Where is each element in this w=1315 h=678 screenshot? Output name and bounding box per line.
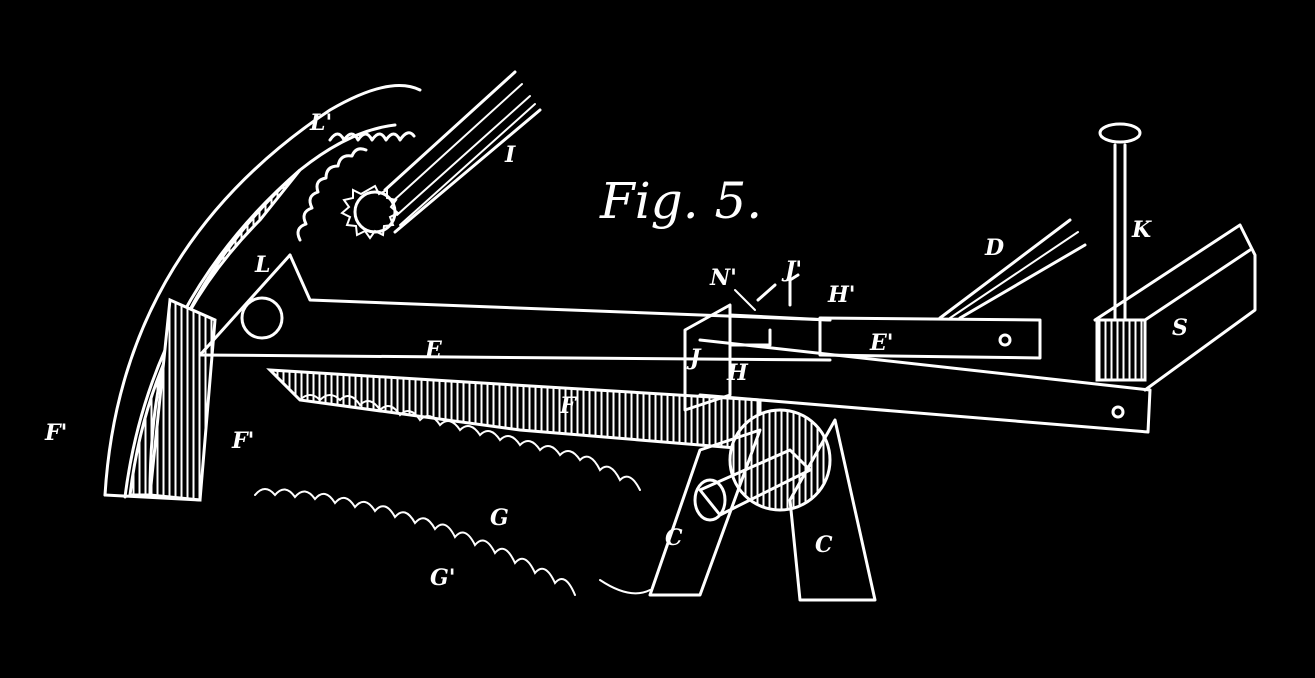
label-n1: N' — [709, 265, 737, 291]
spring-g — [299, 394, 641, 491]
label-c-left: C — [665, 525, 683, 551]
slide-bar-e1 — [818, 316, 1042, 360]
long-bar — [698, 338, 1152, 434]
figure-title: Fig. 5. — [599, 172, 762, 230]
label-s: S — [1172, 315, 1188, 341]
label-g1: G' — [430, 565, 456, 591]
block-s — [1093, 223, 1257, 392]
hub-and-axle — [693, 408, 832, 522]
label-i: I — [504, 142, 516, 168]
label-g: G — [490, 505, 509, 531]
shaft-i — [340, 70, 542, 240]
label-d: D — [984, 235, 1004, 261]
lower-arm-f — [266, 368, 762, 452]
label-c-right: C — [815, 532, 833, 558]
curved-quadrant-f1 — [103, 84, 422, 502]
spring-g1 — [254, 488, 651, 596]
label-l1: L' — [309, 110, 332, 136]
label-h1: H' — [827, 282, 856, 308]
bar-d — [938, 218, 1087, 320]
label-f1-lower: F' — [231, 428, 254, 454]
label-e1: E' — [869, 330, 894, 356]
lever-e — [198, 253, 832, 362]
bracket-assembly — [683, 273, 832, 412]
label-l: L — [254, 252, 270, 278]
label-j1: J' — [781, 257, 802, 283]
label-f: F — [559, 393, 577, 419]
label-k: K — [1131, 217, 1152, 243]
rack-teeth-l1 — [296, 131, 416, 242]
label-h: H — [726, 360, 749, 386]
label-e: E — [424, 337, 443, 363]
legs-c — [648, 418, 877, 602]
label-f1-left: F' — [44, 420, 67, 446]
label-j: J — [686, 345, 702, 371]
